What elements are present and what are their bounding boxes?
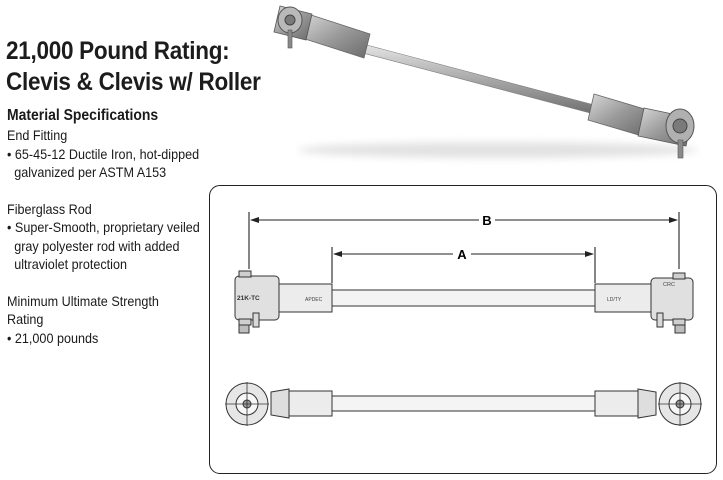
strength-label: Minimum Ultimate Strength Rating [7, 292, 159, 328]
product-photo [273, 5, 698, 159]
dim-a-label: A [457, 247, 467, 262]
photo-shadow [298, 142, 698, 158]
dim-b-line [250, 217, 678, 223]
dimension-drawing-frame [209, 185, 717, 474]
title-line-1: 21,000 Pound Rating: [6, 37, 230, 65]
end-fitting-label: End Fitting [7, 127, 68, 143]
dim-b-label: B [482, 213, 491, 228]
end-fitting-bullet: • 65-45-12 Ductile Iron, hot-dipped galv… [7, 145, 200, 181]
side-view-right-fitting [594, 382, 702, 426]
dimension-drawing: B A 21K-TC APDEC LD/TY CRC [225, 212, 702, 426]
left-sleeve-stamp: APDEC [305, 297, 323, 303]
right-sleeve-stamp: LD/TY [607, 297, 622, 303]
strength-bullet: • 21,000 pounds [7, 329, 99, 346]
rod-label: Fiberglass Rod [7, 200, 92, 217]
top-view-right-clevis [594, 272, 694, 334]
right-fitting-stamp: CRC [663, 282, 675, 288]
photo-right-clevis [587, 93, 695, 159]
page-title: 21,000 Pound Rating: Clevis & Clevis w/ … [6, 36, 261, 98]
dim-a-line [333, 251, 594, 257]
top-view-left-clevis [234, 270, 333, 334]
rod-bullet: • Super-Smooth, proprietary veiled gray … [7, 219, 200, 272]
photo-left-clevis [273, 5, 371, 59]
photo-rod [358, 43, 599, 115]
specs-heading: Material Specifications [7, 107, 159, 124]
top-view-rod [331, 289, 596, 307]
side-view-left-fitting [225, 382, 333, 426]
title-line-2: Clevis & Clevis w/ Roller [6, 68, 261, 96]
material-specifications: Material Specifications End Fitting • 65… [7, 106, 212, 347]
left-fitting-stamp: 21K-TC [237, 295, 260, 302]
side-view-rod [331, 395, 596, 412]
